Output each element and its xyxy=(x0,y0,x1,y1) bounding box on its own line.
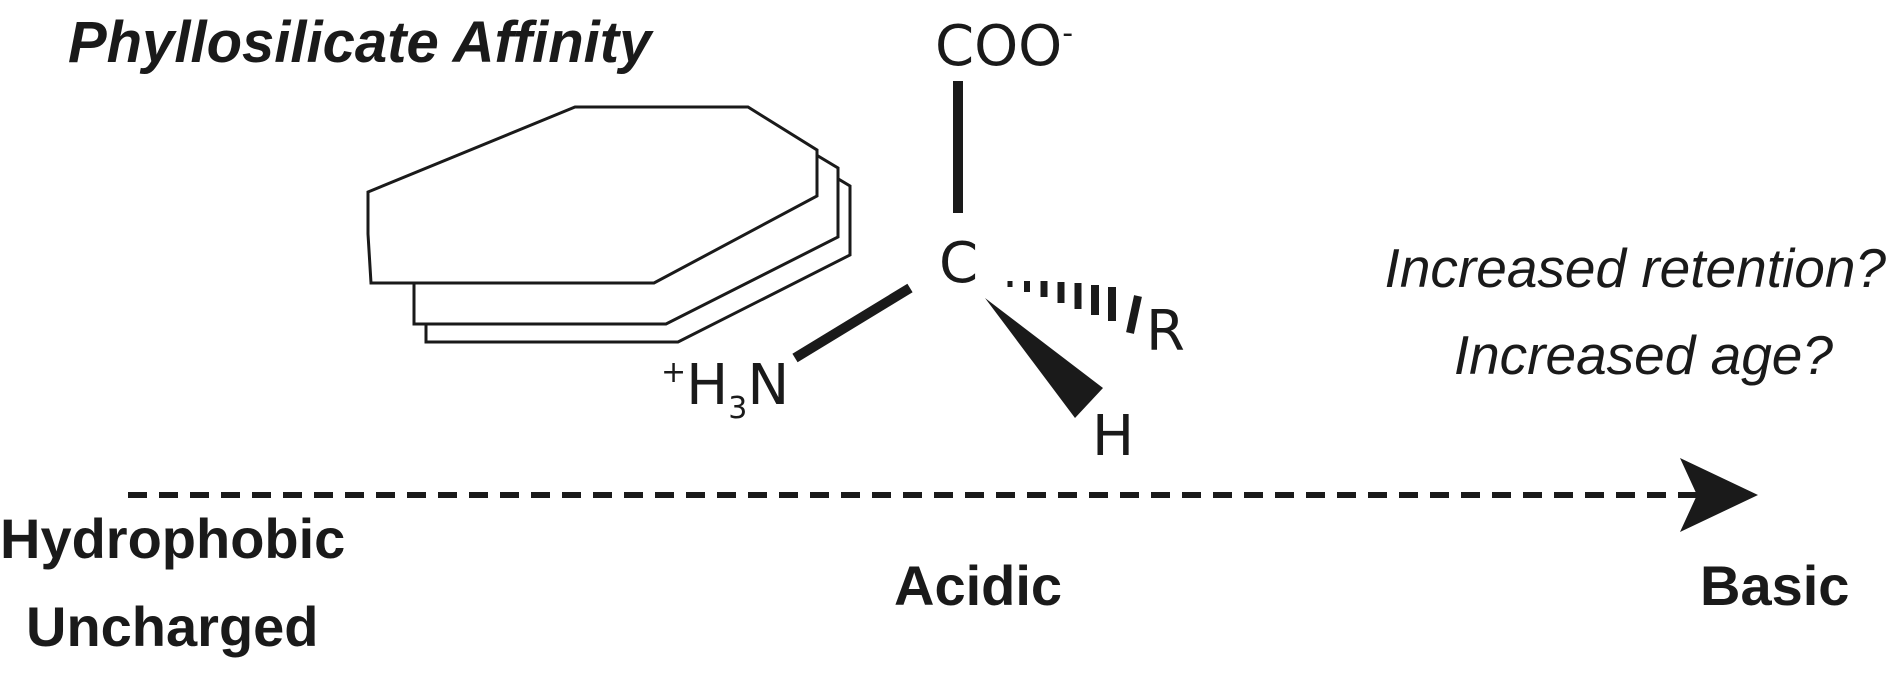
solid-wedge-bond xyxy=(985,298,1103,418)
amine-label: +H3N xyxy=(661,353,789,426)
amino-acid-structure: COO- C +H3N R H xyxy=(661,14,1185,469)
sheet-layer-front xyxy=(366,105,819,285)
bond-amine xyxy=(792,283,913,363)
affinity-scale-arrow xyxy=(128,458,1758,532)
arrow-head-icon xyxy=(1680,458,1758,532)
scale-label-basic: Basic xyxy=(1700,554,1849,617)
carboxylate-label: COO- xyxy=(935,14,1073,79)
hydrogen-label: H xyxy=(1092,404,1134,469)
amine-subscript: 3 xyxy=(728,391,747,426)
amine-charge: + xyxy=(661,355,686,390)
side-chain-label: R xyxy=(1146,299,1185,364)
carboxylate-charge: - xyxy=(1062,16,1073,51)
question-age: Increased age? xyxy=(1454,324,1834,386)
scale-label-uncharged: Uncharged xyxy=(26,595,319,658)
hashed-wedge-bond xyxy=(1007,281,1116,321)
alpha-carbon-label: C xyxy=(939,231,978,296)
scale-label-acidic: Acidic xyxy=(894,554,1062,617)
bond-side-chain xyxy=(1126,295,1142,334)
diagram-title: Phyllosilicate Affinity xyxy=(68,10,654,75)
phyllosilicate-sheets-icon xyxy=(366,105,852,344)
scale-label-hydrophobic: Hydrophobic xyxy=(0,507,345,570)
question-retention: Increased retention? xyxy=(1385,237,1887,299)
